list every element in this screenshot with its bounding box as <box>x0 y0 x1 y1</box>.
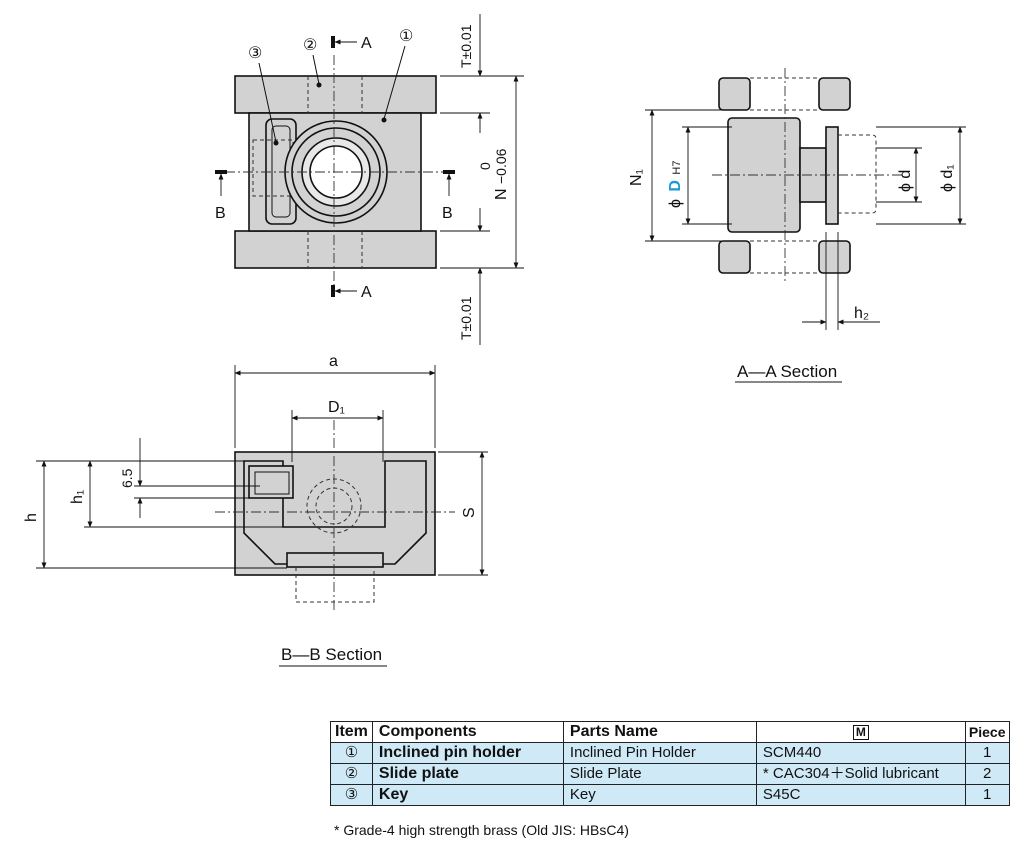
dim-phi-d-h7: ϕ D H7 <box>667 161 684 209</box>
section-markers: A A B B <box>215 35 455 301</box>
dim-a: a <box>329 353 338 370</box>
row-item: ② <box>330 763 373 785</box>
dim-phi-small-d: ϕ d <box>897 170 914 192</box>
table-row: ② Slide plate Slide Plate * CAC304＋Solid… <box>330 763 1010 785</box>
row-material: SCM440 <box>755 742 966 764</box>
row-piece: 1 <box>964 742 1010 764</box>
parts-table-header: Item Components Parts Name M Piece <box>330 721 1010 743</box>
row-component: Key <box>371 784 564 806</box>
item-1-callout: ① <box>399 28 413 45</box>
dim-n1: N₁ <box>628 169 645 186</box>
table-row: ① Inclined pin holder Inclined Pin Holde… <box>330 742 1010 764</box>
dim-n: N <box>493 188 510 200</box>
row-material: * CAC304＋Solid lubricant <box>755 763 966 785</box>
dim-n-tol-upper: 0 <box>477 162 493 170</box>
dim-d-fit: H7 <box>671 161 683 175</box>
header-parts-name: Parts Name <box>562 721 757 743</box>
dim-t-n: T±0.01 T±0.01 N 0 −0.06 <box>440 14 524 345</box>
bb-section-title: B—B Section <box>281 645 382 664</box>
material-footnote: * Grade-4 high strength brass (Old JIS: … <box>334 822 629 838</box>
section-b-left-label: B <box>215 205 226 222</box>
top-view <box>225 55 446 285</box>
table-row: ③ Key Key S45C 1 <box>330 784 1010 806</box>
row-component: Slide plate <box>371 763 564 785</box>
aa-section-title: A—A Section <box>737 362 837 381</box>
material-icon: M <box>852 725 869 740</box>
row-item: ① <box>330 742 373 764</box>
header-components: Components <box>371 721 564 743</box>
dim-d1: D₁ <box>328 399 345 416</box>
dim-big-d: D <box>667 180 684 192</box>
section-a-bottom-label: A <box>361 284 372 301</box>
header-material: M <box>755 721 966 743</box>
dim-6-5: 6.5 <box>119 468 135 488</box>
item-3-callout: ③ <box>248 45 262 62</box>
dim-n-tol-lower: −0.06 <box>493 148 509 184</box>
dim-t-top: T±0.01 <box>458 24 474 68</box>
dim-h1: h₁ <box>69 490 86 504</box>
section-b-right-label: B <box>442 205 453 222</box>
technical-drawing: ③ ② ① A A B B T±0.01 T±0.01 N 0 −0.0 <box>23 14 966 667</box>
bb-section-view <box>215 420 455 612</box>
parts-table: Item Components Parts Name M Piece ① Inc… <box>330 721 1010 806</box>
row-material: S45C <box>755 784 966 806</box>
item-2-callout: ② <box>303 37 317 54</box>
row-piece: 1 <box>964 784 1010 806</box>
header-piece: Piece <box>964 721 1010 743</box>
row-parts-name: Slide Plate <box>562 763 757 785</box>
bb-dimensions: a D₁ 6.5 h₁ h S <box>23 353 488 576</box>
header-item: Item <box>330 721 373 743</box>
row-parts-name: Key <box>562 784 757 806</box>
dim-h: h <box>23 513 40 522</box>
dim-phi-d1: ϕ d₁ <box>939 164 956 192</box>
section-a-top-label: A <box>361 35 372 52</box>
dim-t-bottom: T±0.01 <box>458 296 474 340</box>
dim-s: S <box>461 507 478 518</box>
row-piece: 2 <box>964 763 1010 785</box>
row-item: ③ <box>330 784 373 806</box>
row-component: Inclined pin holder <box>371 742 564 764</box>
dim-h2: h₂ <box>854 305 869 322</box>
aa-dimensions: N₁ ϕ D H7 ϕ d ϕ d₁ h₂ <box>628 109 966 330</box>
dim-phi-symbol: ϕ <box>667 199 684 208</box>
row-parts-name: Inclined Pin Holder <box>562 742 757 764</box>
callouts: ③ ② ① <box>248 28 413 146</box>
aa-section-view <box>712 68 905 282</box>
